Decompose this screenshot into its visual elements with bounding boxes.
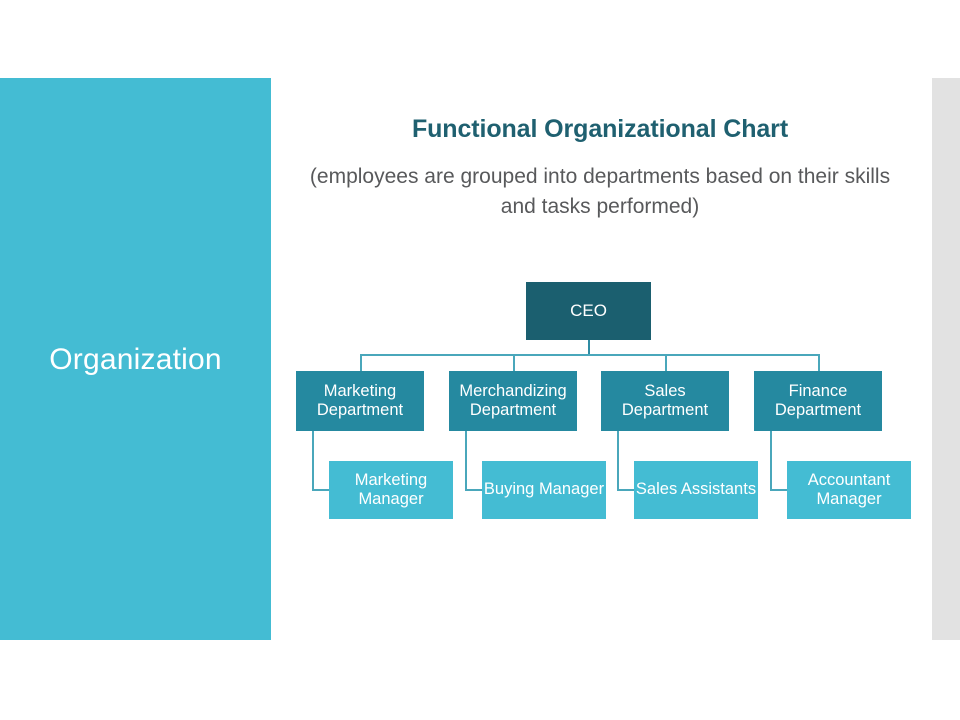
connector-drop-sales (665, 354, 667, 371)
right-edge-strip (932, 78, 960, 640)
connector-merchandizing-elbow-horizontal (465, 489, 485, 491)
connector-finance-elbow-horizontal (770, 489, 790, 491)
org-node-buying-manager[interactable]: Buying Manager (482, 461, 606, 519)
connector-drop-marketing (360, 354, 362, 371)
side-panel-label: Organization (49, 342, 222, 376)
connector-drop-finance (818, 354, 820, 371)
org-node-accountant-manager[interactable]: Accountant Manager (787, 461, 911, 519)
connector-merchandizing-elbow-vertical (465, 431, 467, 490)
connector-sales-elbow-vertical (617, 431, 619, 490)
connector-drop-merchandizing (513, 354, 515, 371)
connector-ceo-stem (588, 340, 590, 355)
slide-side-panel: Organization (0, 78, 271, 640)
connector-finance-elbow-vertical (770, 431, 772, 490)
connector-sales-elbow-horizontal (617, 489, 637, 491)
org-node-marketing-manager[interactable]: Marketing Manager (329, 461, 453, 519)
connector-department-bus (360, 354, 819, 356)
chart-title: Functional Organizational Chart (411, 115, 789, 143)
org-node-sales-department[interactable]: Sales Department (601, 371, 729, 431)
org-node-finance-department[interactable]: Finance Department (754, 371, 882, 431)
org-node-sales-assistants[interactable]: Sales Assistants (634, 461, 758, 519)
org-node-merchandizing-department[interactable]: Merchandizing Department (449, 371, 577, 431)
connector-marketing-elbow-vertical (312, 431, 314, 490)
org-node-ceo[interactable]: CEO (526, 282, 651, 340)
connector-marketing-elbow-horizontal (312, 489, 332, 491)
chart-subtitle: (employees are grouped into departments … (309, 165, 891, 218)
org-node-marketing-department[interactable]: Marketing Department (296, 371, 424, 431)
